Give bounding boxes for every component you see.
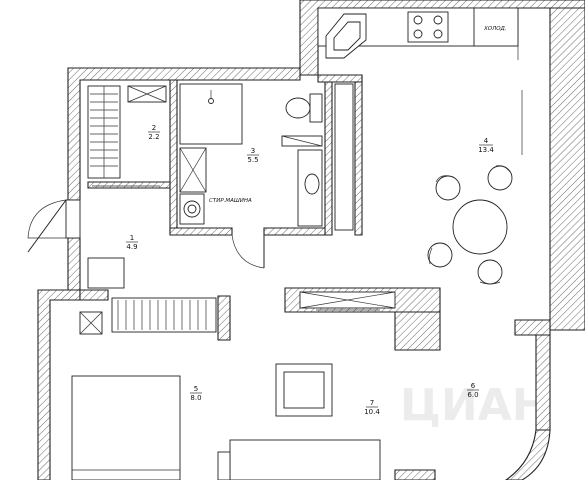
chair [435, 175, 461, 201]
fridge-label: ХОЛОД. [483, 26, 507, 32]
kitchen-units [317, 7, 523, 285]
chair [427, 242, 453, 268]
chair [477, 259, 503, 285]
living-fixtures [217, 363, 381, 480]
room-area: 2.2 [148, 133, 159, 141]
entry-fixtures [87, 257, 396, 311]
room-number: 1 [130, 234, 134, 242]
bedroom-fixtures [71, 297, 217, 480]
room-number: 4 [484, 137, 489, 145]
wardrobe-room2 [87, 85, 167, 187]
room-number: 6 [471, 382, 476, 390]
room-area: 10.4 [364, 408, 380, 416]
room-label-3: 3 5.5 [247, 147, 259, 164]
room-label-6: 6 6.0 [467, 382, 479, 399]
room-area: 4.9 [126, 243, 137, 251]
bathroom-fixtures [179, 83, 354, 231]
room-number: 7 [370, 399, 374, 407]
room-area: 6.0 [467, 391, 478, 399]
room-label-5: 5 8.0 [190, 385, 202, 402]
room-area: 5.5 [247, 156, 258, 164]
chair [487, 165, 513, 191]
room-area: 8.0 [190, 394, 201, 402]
doors [27, 199, 265, 269]
room-labels: 1 4.9 2 2.2 3 5.5 4 13.4 5 8.0 6 6.0 [126, 26, 507, 416]
room-label-7: 7 10.4 [364, 399, 380, 416]
room-number: 2 [152, 124, 156, 132]
watermark: ЦИАН [400, 380, 549, 431]
room-label-4: 4 13.4 [478, 137, 494, 154]
washing-machine-label: СТИР.МАШИНА [209, 198, 252, 204]
room-number: 5 [194, 385, 198, 393]
room-area: 13.4 [478, 146, 494, 154]
room-label-1: 1 4.9 [126, 234, 138, 251]
room-label-2: 2 2.2 [148, 124, 160, 141]
room-number: 3 [251, 147, 255, 155]
